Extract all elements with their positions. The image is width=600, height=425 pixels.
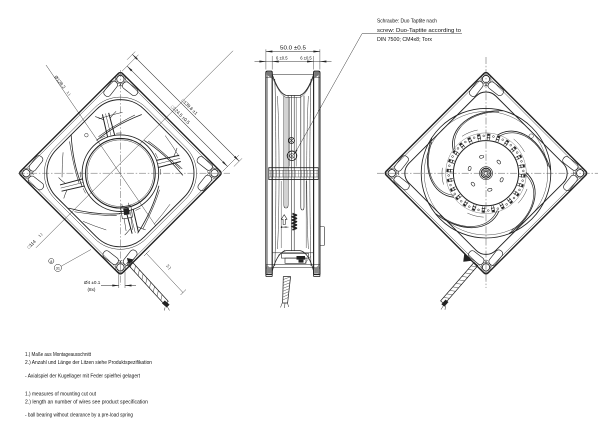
svg-text:6 ±0.5: 6 ±0.5 — [300, 56, 312, 61]
svg-text:1.) Maße aus Montageausschnitt: 1.) Maße aus Montageausschnitt — [25, 352, 91, 358]
svg-text:2.): 2.) — [165, 263, 172, 270]
svg-text:6 ±0.5: 6 ±0.5 — [276, 56, 288, 61]
svg-text:Ø4 ±0.1: Ø4 ±0.1 — [84, 280, 101, 285]
svg-text:50.0 ±0.5: 50.0 ±0.5 — [280, 45, 306, 51]
svg-text:- ball bearing without clearan: - ball bearing without clearance by a pr… — [25, 413, 133, 419]
svg-text:DIN 7500; CM4x8; Torx: DIN 7500; CM4x8; Torx — [377, 37, 432, 43]
svg-text:1.) measures of mounting cut o: 1.) measures of mounting cut out — [25, 392, 97, 398]
svg-text:screw: Duo-Taptite according t: screw: Duo-Taptite according to — [377, 28, 461, 34]
svg-text:(8x): (8x) — [88, 287, 96, 292]
svg-text:31: 31 — [56, 267, 60, 271]
svg-text:8: 8 — [50, 260, 52, 264]
svg-text:Schraube: Duo Taptite nach: Schraube: Duo Taptite nach — [377, 19, 437, 25]
svg-text:1.): 1.) — [66, 91, 72, 97]
svg-text:- Axialspiel der Kugellager mi: - Axialspiel der Kugellager mit Feder sp… — [25, 374, 141, 380]
svg-text:2.) Anzahl und Länge der Litze: 2.) Anzahl und Länge der Litzen siehe Pr… — [25, 360, 152, 366]
svg-text:2.) length an number of wires: 2.) length an number of wires see produc… — [25, 400, 148, 406]
svg-text:□114: □114 — [26, 239, 37, 250]
svg-text:1.): 1.) — [38, 232, 44, 238]
